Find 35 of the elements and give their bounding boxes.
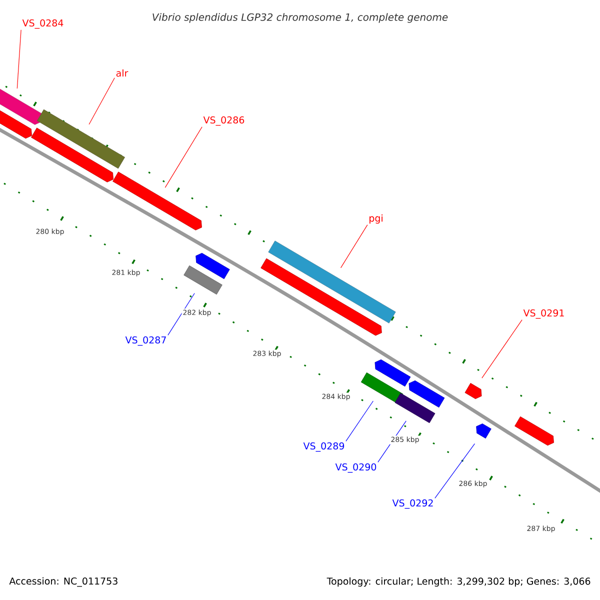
- gene-bar: [394, 392, 436, 424]
- leader-line: [88, 78, 115, 125]
- gene-bar: [37, 109, 125, 169]
- gene-bar: [408, 380, 445, 408]
- leader-line: [346, 400, 374, 442]
- gene-bar: [464, 382, 482, 400]
- gene-bar: [374, 359, 411, 387]
- gene-label: alr: [116, 69, 128, 77]
- leader-line: [340, 224, 368, 268]
- genome-info-text: Topology: circular; Length: 3,299,302 bp; Genes: 3,066: [326, 577, 590, 587]
- gene-label: VS_0289: [303, 442, 344, 452]
- gene-label: VS_0292: [392, 499, 433, 509]
- gene-bar: [184, 265, 222, 295]
- gene-bar: [514, 416, 554, 446]
- gene-bar: [196, 252, 230, 280]
- title: Vibrio splendidus LGP32 chromosome 1, complete genome: [152, 13, 448, 23]
- leader-line: [482, 320, 522, 378]
- accession-text: Accession: NC_011753: [9, 577, 118, 587]
- leader-line: [168, 292, 195, 336]
- gene-label: VS_0290: [335, 463, 376, 473]
- gene-bar: [260, 258, 382, 336]
- gene-bar: [112, 172, 202, 230]
- gene-bar: [0, 87, 42, 125]
- gene-bar: [0, 109, 32, 139]
- gene-bar: [268, 240, 396, 324]
- gene-label: VS_0287: [125, 336, 166, 346]
- gene-label: VS_0291: [523, 309, 564, 319]
- gene-bar: [360, 372, 404, 404]
- gene-bar: [476, 424, 492, 439]
- gene-label: pgi: [370, 214, 382, 224]
- gene-label: VS_0284: [22, 19, 64, 29]
- gene-label: VS_0286: [203, 116, 244, 126]
- gene-bar: [31, 128, 114, 182]
- leader-line: [434, 443, 476, 498]
- leader-line: [164, 126, 202, 188]
